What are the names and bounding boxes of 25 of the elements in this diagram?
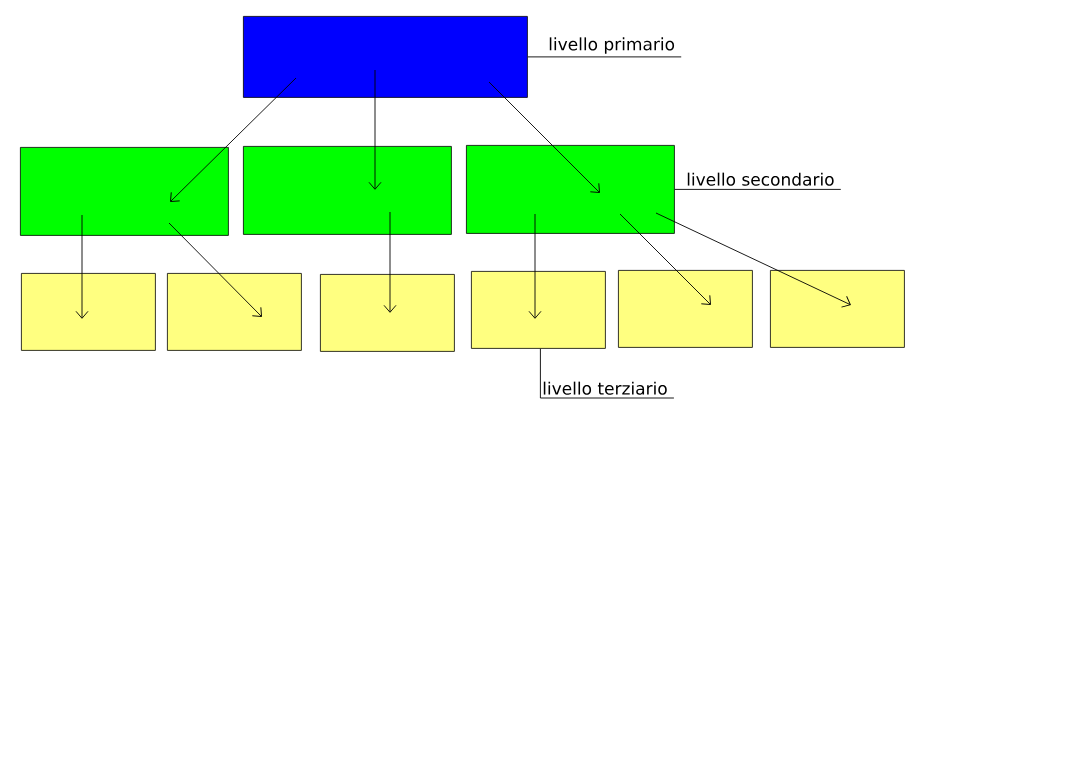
level-box — [243, 16, 528, 98]
arrow — [655, 212, 851, 308]
level-box — [618, 270, 753, 348]
level-box — [320, 274, 455, 352]
level-box — [20, 147, 229, 236]
level-label: livello terziario — [543, 381, 667, 395]
leader-line — [674, 188, 842, 190]
arrow — [368, 69, 382, 190]
leader-line — [527, 56, 682, 58]
level-box — [21, 273, 156, 351]
level-label: livello primario — [549, 37, 675, 54]
level-box — [243, 146, 452, 235]
arrow — [619, 213, 711, 305]
level-box — [167, 273, 302, 351]
leader-line — [539, 348, 675, 399]
level-box — [770, 270, 905, 348]
arrow — [75, 214, 89, 319]
arrow — [488, 81, 600, 193]
arrow — [528, 213, 542, 319]
arrow — [383, 211, 397, 313]
level-box — [471, 271, 606, 349]
arrow — [168, 222, 262, 317]
level-box — [466, 145, 675, 234]
arrow — [170, 77, 297, 202]
level-label: livello secondario — [687, 172, 834, 186]
